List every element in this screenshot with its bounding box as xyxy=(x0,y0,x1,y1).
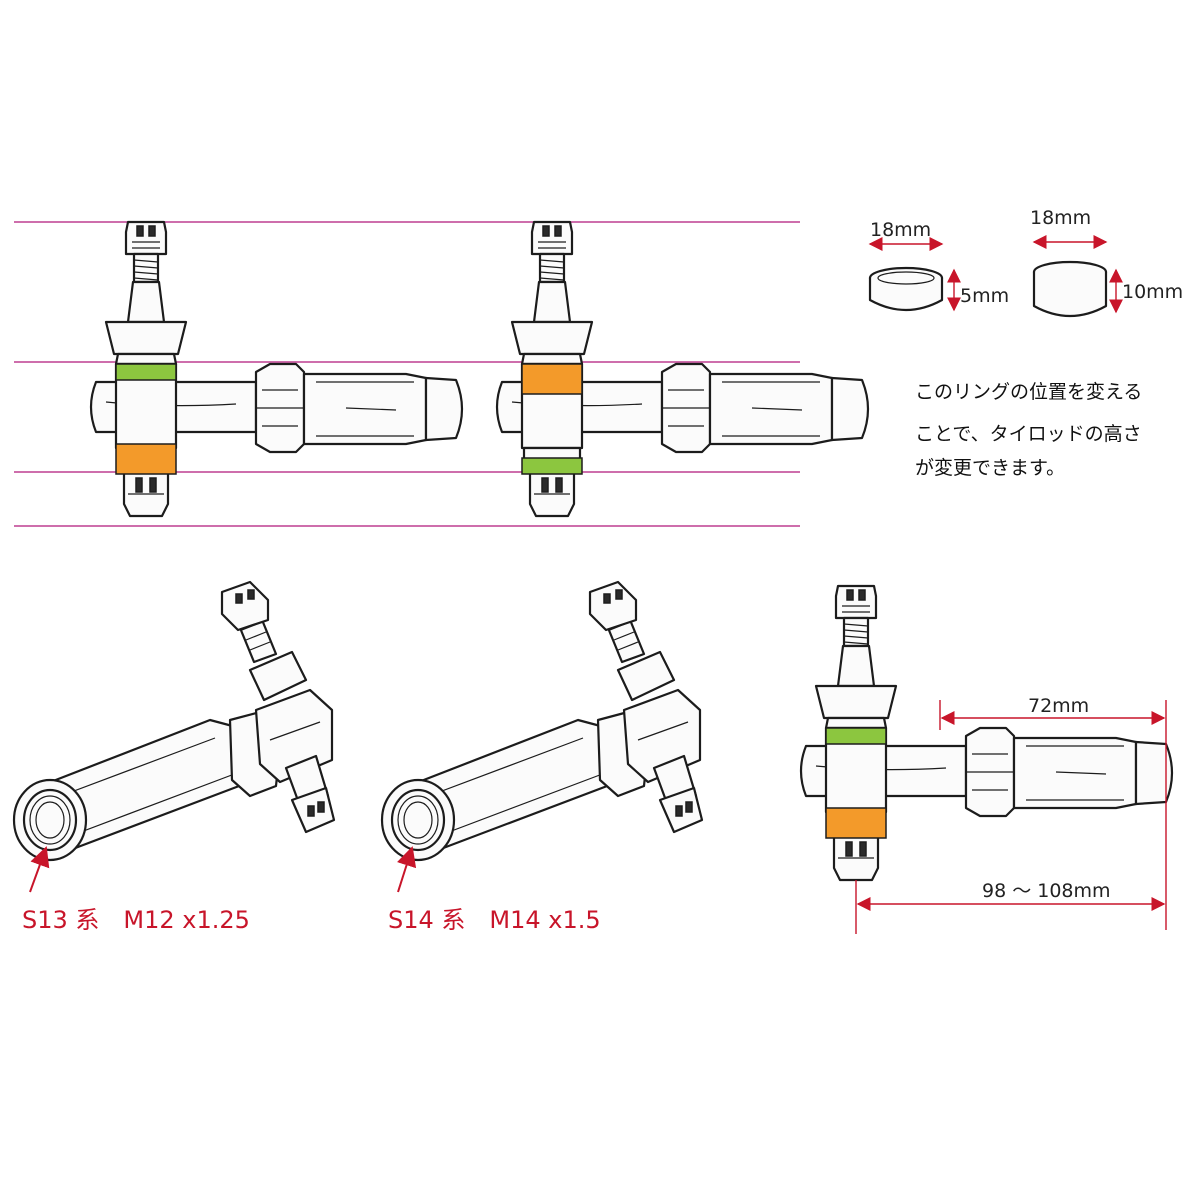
green-ring xyxy=(825,727,887,745)
tie-rod-high-position xyxy=(495,220,870,518)
ring-position-note: このリングの位置を変える ことで、タイロッドの高さ が変更できます。 xyxy=(915,381,1142,479)
tie-rod-s13-angled xyxy=(12,580,336,862)
tie-rod-low-position xyxy=(89,220,464,518)
note-line-3: が変更できます。 xyxy=(915,457,1065,479)
tie-rod-s14-angled xyxy=(380,580,704,862)
green-ring xyxy=(521,457,583,475)
sleeve-length-label: 72mm xyxy=(1028,695,1089,717)
large-ring-width-label: 18mm xyxy=(1030,207,1091,229)
s14-pointer-arrow xyxy=(397,846,417,893)
orange-ring xyxy=(825,807,887,839)
small-ring-height-label: 5mm xyxy=(960,285,1009,307)
large-ring-spacer: 18mm 10mm xyxy=(1030,207,1183,317)
overall-length-label: 98 〜 108mm xyxy=(982,880,1111,902)
orange-ring xyxy=(521,363,583,395)
orange-ring xyxy=(115,443,177,475)
large-ring-height-label: 10mm xyxy=(1122,281,1183,303)
tie-rod-dimensioned xyxy=(799,584,1174,882)
s14-spec-label: S14 系 M14 x1.5 xyxy=(388,906,601,934)
small-ring-spacer: 18mm 5mm xyxy=(868,219,1009,312)
small-ring-width-label: 18mm xyxy=(870,219,931,241)
s13-spec-label: S13 系 M12 x1.25 xyxy=(22,906,250,934)
note-line-1: このリングの位置を変える xyxy=(915,381,1142,403)
green-ring xyxy=(115,363,177,381)
s13-pointer-arrow xyxy=(29,846,50,893)
note-line-2: ことで、タイロッドの高さ xyxy=(915,423,1142,445)
